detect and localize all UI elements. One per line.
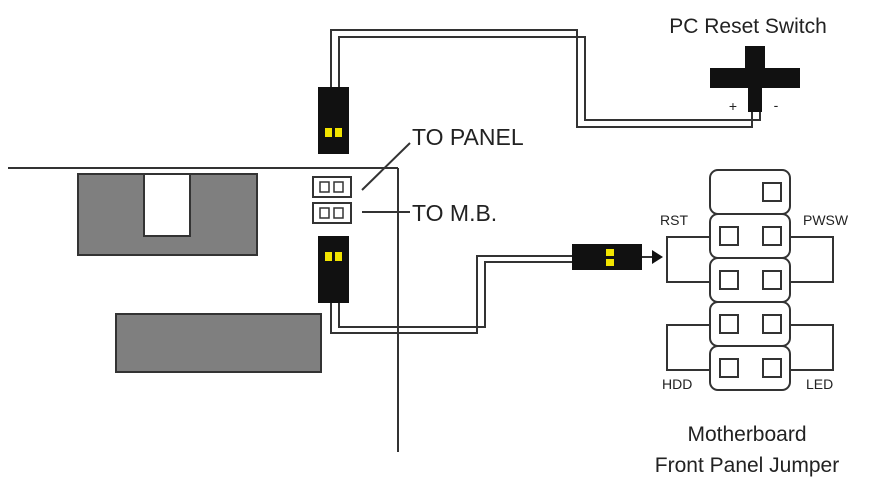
adapter-panel-pin [319,181,330,193]
reset-wire-outer [330,29,753,128]
reset-switch-button [745,46,765,68]
header-pin [762,270,782,290]
header-pin [719,314,739,334]
header-pin [762,226,782,246]
header-row [709,345,791,391]
adapter-panel-pin [333,181,344,193]
adapter-panel-block [312,176,352,198]
lower-connector-pin [325,252,332,261]
caption-line-1: Motherboard [687,423,806,446]
led-bracket [782,324,834,371]
upper-connector-pin [325,128,332,137]
rst-label: RST [660,212,688,228]
plug-arrow-head [652,250,663,264]
board-component-notched [77,173,258,256]
to-panel-leader [361,142,411,191]
to-panel-label: TO PANEL [412,124,524,150]
reset-switch-label: PC Reset Switch [669,15,827,38]
adapter-mb-pin [333,207,344,219]
hdd-label: HDD [662,376,692,392]
header-pin [719,270,739,290]
pwsw-bracket [782,236,834,283]
reset-switch-stem [748,88,762,112]
header-pin [719,358,739,378]
switch-minus-label: - [774,97,779,113]
mb-wire-inner [338,261,572,328]
reset-wire-inner [338,36,761,121]
header-plug-pin [606,249,614,256]
header-plug-connector [572,244,642,270]
rst-bracket [666,236,718,283]
header-pin [762,314,782,334]
caption-line-2: Front Panel Jumper [655,454,839,477]
header-pin [719,226,739,246]
front-panel-header [709,169,791,391]
pwsw-label: PWSW [803,212,849,228]
adapter-mb-block [312,202,352,224]
hdd-bracket [666,324,718,371]
upper-connector-pin [335,128,342,137]
board-component-block [115,313,322,373]
led-label: LED [806,376,833,392]
to-mb-label: TO M.B. [412,200,497,226]
adapter-mb-pin [319,207,330,219]
upper-connector [318,87,349,154]
mb-wire-outer [330,255,572,334]
switch-plus-label: + [729,98,737,114]
reset-switch-body [710,68,800,88]
lower-connector-pin [335,252,342,261]
header-pin [762,182,782,202]
header-plug-pin [606,259,614,266]
header-pin [762,358,782,378]
lower-connector [318,236,349,303]
